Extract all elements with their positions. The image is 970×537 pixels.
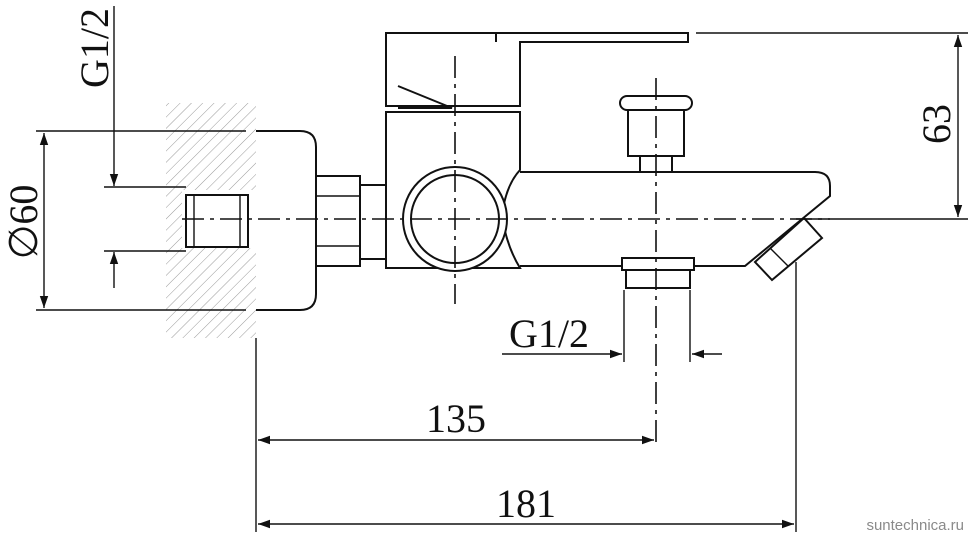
label-length-long: 181 — [496, 481, 556, 526]
center-lines — [182, 56, 830, 448]
faucet-body — [185, 32, 831, 311]
label-height: 63 — [914, 104, 959, 144]
dimension-inlet-thread — [104, 6, 186, 288]
dimension-height — [696, 32, 968, 220]
dimension-lengths — [255, 262, 797, 532]
watermark: suntechnica.ru — [866, 517, 964, 534]
label-outlet-thread: G1/2 — [509, 311, 589, 356]
label-diameter: ∅60 — [1, 185, 46, 260]
label-inlet-thread: G1/2 — [72, 8, 117, 88]
label-length-short: 135 — [426, 396, 486, 441]
dimension-diameter — [36, 130, 246, 311]
dimension-outlet-thread — [502, 290, 722, 362]
